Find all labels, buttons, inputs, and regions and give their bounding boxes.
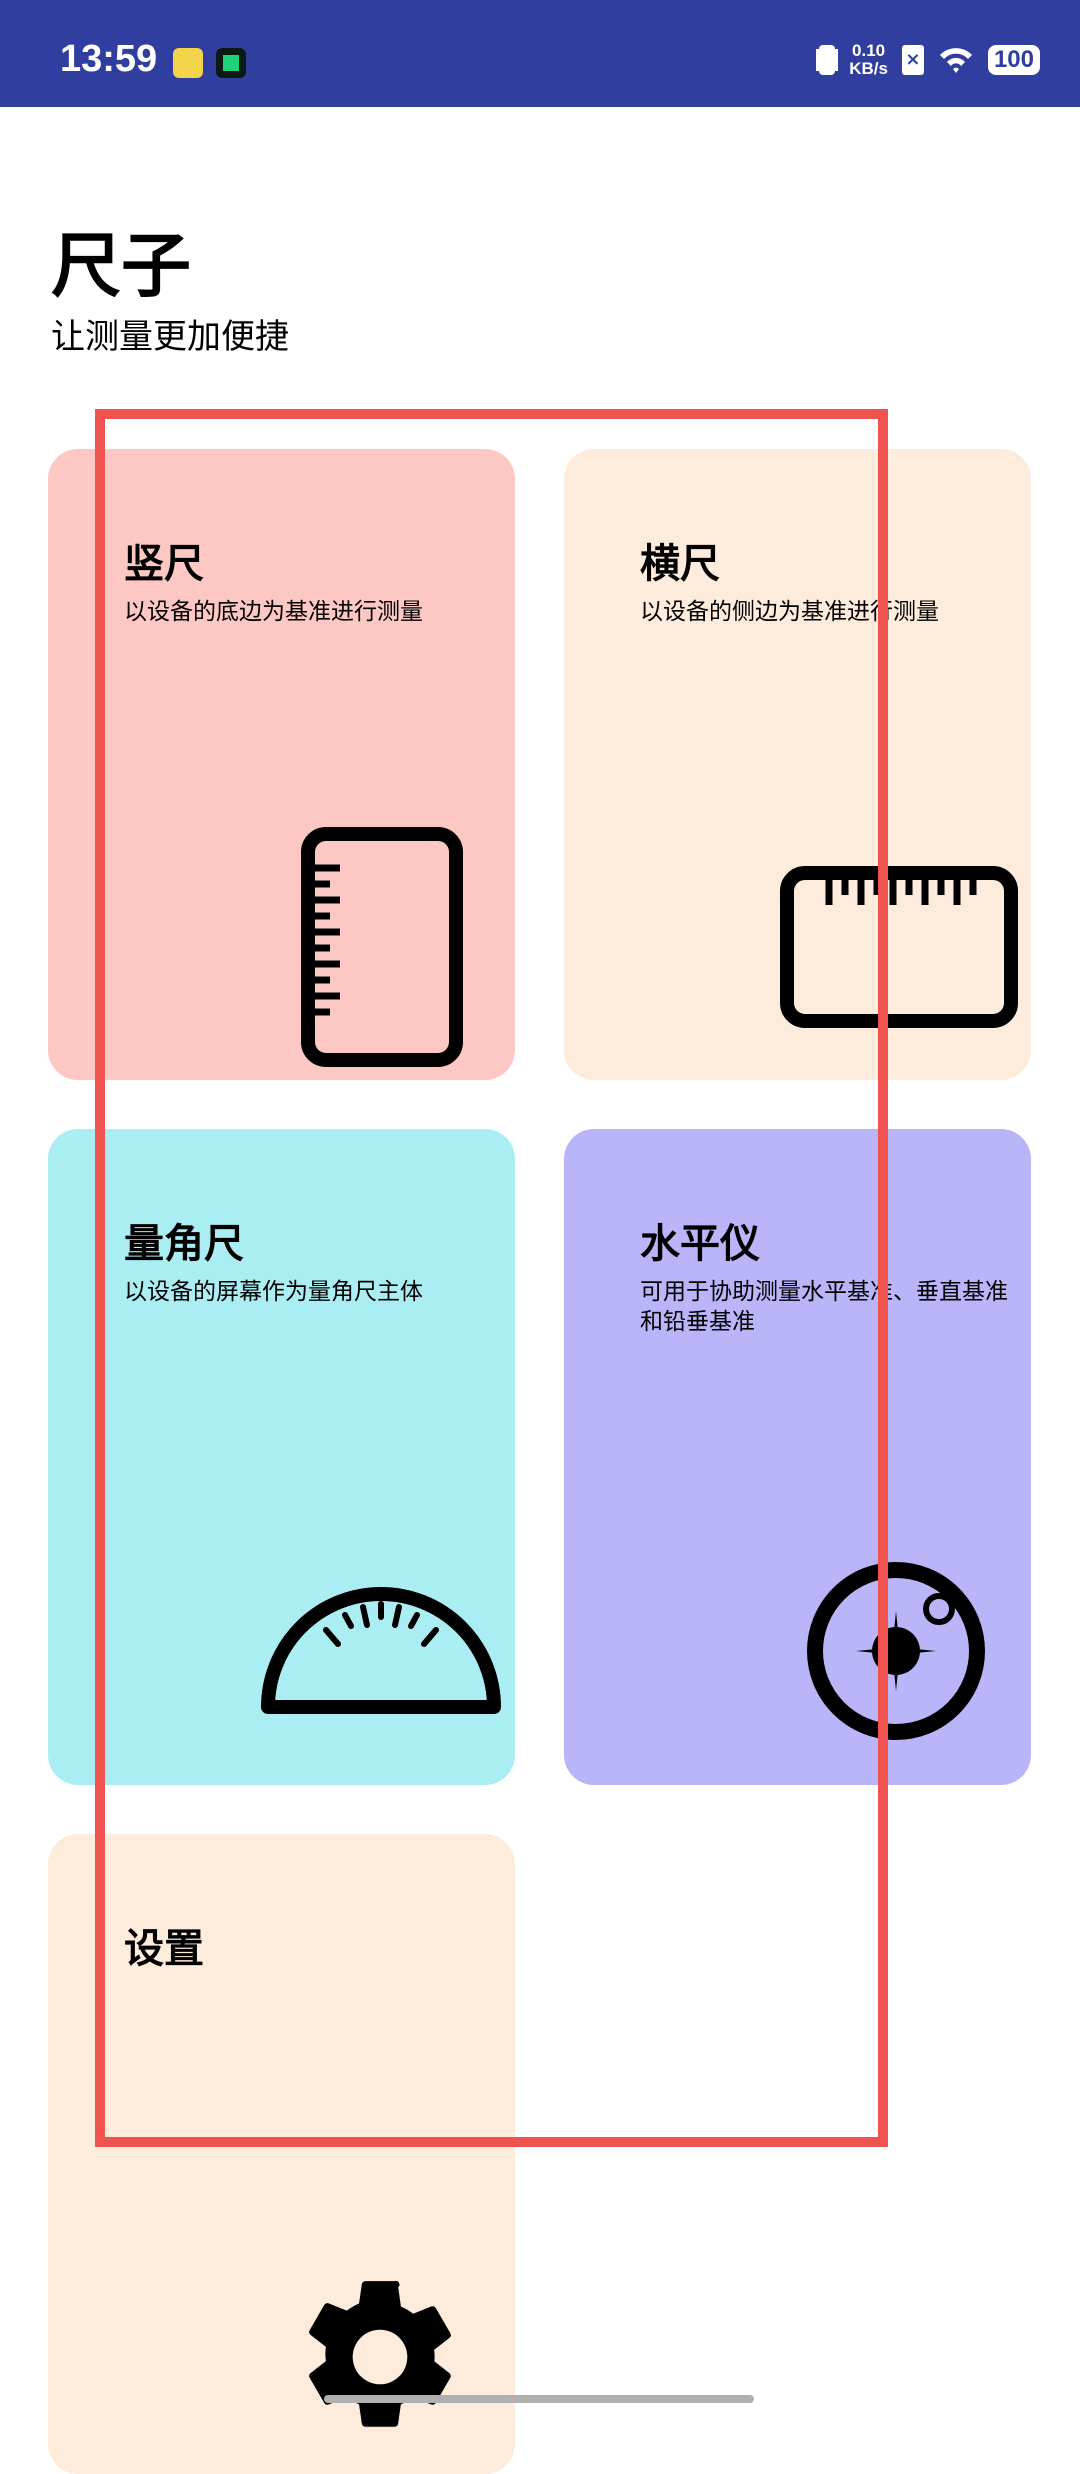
card-description: 以设备的屏幕作为量角尺主体 bbox=[124, 1279, 423, 1305]
sim-none-icon: × bbox=[901, 45, 924, 75]
card-level[interactable]: 水平仪 可用于协助测量水平基准、垂直基准和铅垂基准 bbox=[564, 1129, 1031, 1785]
card-title: 水平仪 bbox=[640, 1221, 760, 1267]
battery-indicator: 100 bbox=[987, 45, 1040, 75]
card-title: 量角尺 bbox=[124, 1221, 244, 1267]
card-title: 设置 bbox=[124, 1926, 204, 1972]
card-settings[interactable]: 设置 bbox=[48, 1834, 515, 2474]
card-description: 可用于协助测量水平基准、垂直基准和铅垂基准 bbox=[640, 1279, 1008, 1335]
notification-app-icon bbox=[173, 48, 203, 78]
level-bubble-icon bbox=[807, 1562, 985, 1740]
card-horizontal-ruler[interactable]: 横尺 以设备的侧边为基准进行测量 bbox=[564, 449, 1031, 1080]
vertical-ruler-icon bbox=[301, 827, 463, 1067]
wifi-icon bbox=[939, 48, 972, 73]
home-indicator[interactable] bbox=[324, 2395, 754, 2403]
protractor-icon bbox=[261, 1587, 501, 1714]
card-title: 横尺 bbox=[640, 541, 720, 587]
clock: 13:59 bbox=[60, 38, 158, 80]
gear-icon bbox=[309, 2280, 451, 2427]
speed-unit: KB/s bbox=[849, 59, 888, 78]
page-subtitle: 让测量更加便捷 bbox=[51, 317, 289, 357]
page-title: 尺子 bbox=[51, 225, 191, 307]
horizontal-ruler-icon bbox=[780, 866, 1018, 1028]
vibrate-icon bbox=[819, 45, 836, 75]
card-description: 以设备的侧边为基准进行测量 bbox=[640, 599, 939, 625]
card-title: 竖尺 bbox=[124, 541, 204, 587]
speed-value: 0.10 bbox=[852, 41, 886, 60]
card-protractor[interactable]: 量角尺 以设备的屏幕作为量角尺主体 bbox=[48, 1129, 515, 1785]
card-vertical-ruler[interactable]: 竖尺 以设备的底边为基准进行测量 bbox=[48, 449, 515, 1080]
notification-security-icon bbox=[216, 48, 246, 78]
card-description: 以设备的底边为基准进行测量 bbox=[124, 599, 423, 625]
